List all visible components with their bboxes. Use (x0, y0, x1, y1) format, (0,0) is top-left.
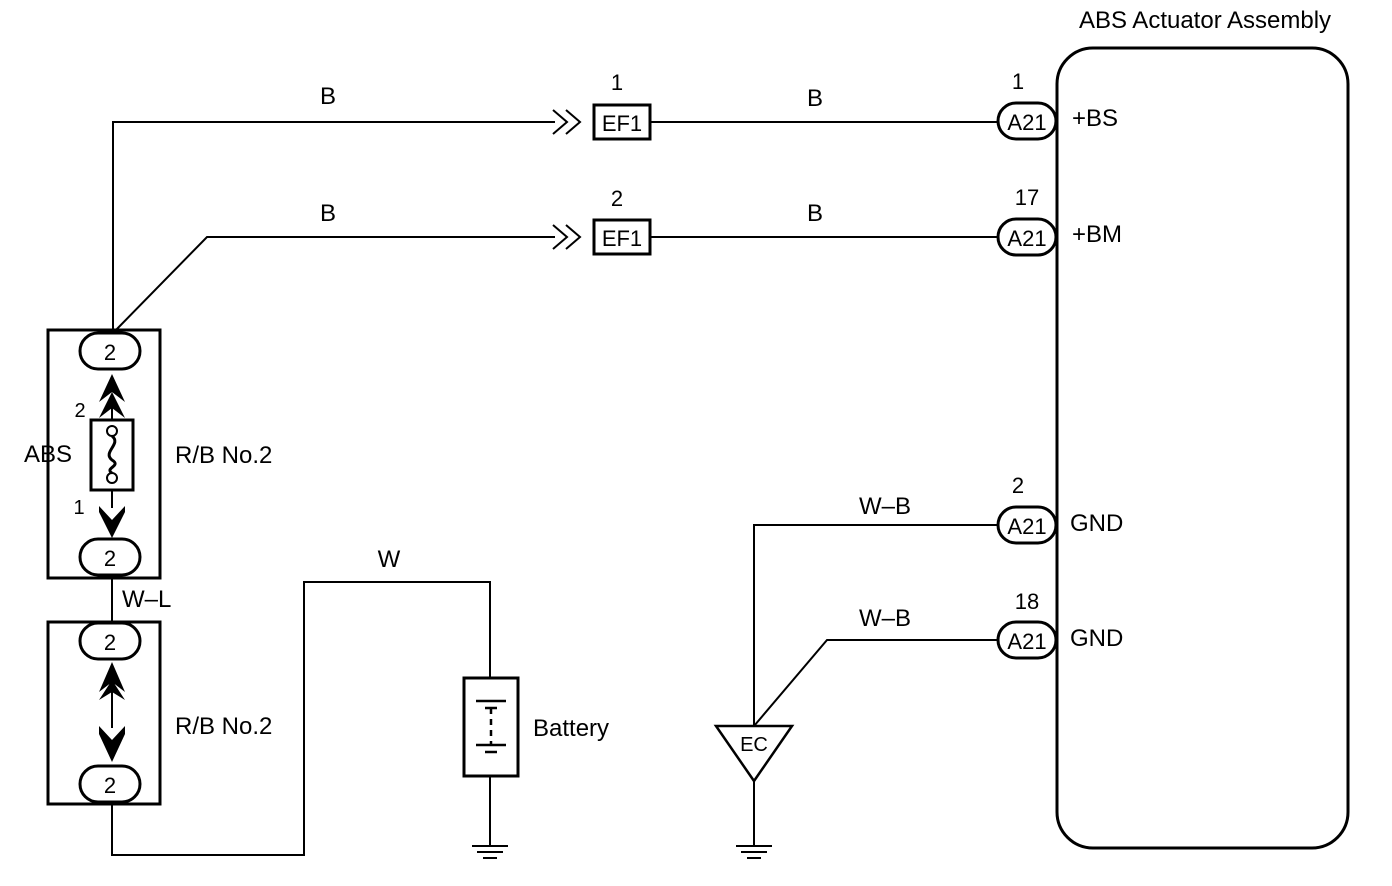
fuse-pin-top: 2 (74, 400, 85, 422)
a21-pin-17-number: 17 (1015, 185, 1039, 210)
wire-label-w: W (378, 546, 401, 573)
wire-label-wl: W–L (122, 586, 171, 613)
rb-upper-terminal-bottom-label: 2 (104, 546, 116, 571)
abs-actuator-box (1055, 46, 1350, 850)
ground-icon-battery (472, 845, 508, 859)
a21-pin-1-connector (996, 101, 1058, 141)
wire-wb-upper (753, 524, 998, 726)
signal-gnd-2: GND (1070, 625, 1123, 652)
link-arrow-down-icon (99, 726, 125, 762)
assembly-title: ABS Actuator Assembly (1079, 7, 1331, 34)
a21-pin-2-label: A21 (1007, 514, 1046, 539)
signal-gnd-1: GND (1070, 510, 1123, 537)
rb-lower-terminal-bottom-label: 2 (104, 773, 116, 798)
relay-box-lower-label: R/B No.2 (175, 713, 272, 740)
signal-bs: +BS (1072, 105, 1118, 132)
fuse-arrow-up-icon (99, 374, 125, 418)
wire-label-b-1: B (320, 83, 336, 110)
wire-label-wb-2: W–B (859, 605, 911, 632)
battery-label: Battery (533, 715, 609, 742)
relay-box-upper (46, 328, 162, 580)
rb-upper-terminal-top-label: 2 (104, 340, 116, 365)
fuse-terminal-top (106, 425, 118, 437)
a21-pin-2-number: 2 (1012, 473, 1024, 498)
rb-lower-terminal-bottom (78, 764, 142, 804)
fuse-label-abs: ABS (24, 441, 72, 468)
wire-label-wb-1: W–B (859, 493, 911, 520)
ec-ground-point (713, 724, 795, 784)
wire-w (111, 581, 491, 856)
battery-box (462, 676, 520, 778)
a21-pin-1-label: A21 (1007, 110, 1046, 135)
wire-label-b-2: B (807, 85, 823, 112)
rb-lower-terminal-top (78, 621, 142, 661)
connector-arrow-top (552, 109, 582, 135)
ef1-top-pin: 1 (611, 70, 623, 95)
fuse-icon (107, 434, 117, 475)
battery-icon (476, 699, 506, 754)
fuse-arrow-down-icon (99, 506, 125, 538)
relay-box-upper-label: R/B No.2 (175, 442, 272, 469)
ef1-bottom-label: EF1 (602, 226, 642, 251)
ground-icon-ec (736, 845, 772, 859)
wire-label-b-3: B (320, 200, 336, 227)
fuse-pin-bottom: 1 (73, 497, 84, 519)
ec-label: EC (740, 734, 768, 756)
ef1-top-box (592, 103, 652, 141)
ef1-bottom-box (592, 218, 652, 256)
wire-b-top-left (112, 121, 555, 333)
ef1-bottom-pin: 2 (611, 186, 623, 211)
rb-lower-terminal-top-label: 2 (104, 630, 116, 655)
wire-b-second-left (112, 236, 555, 334)
wire-label-b-4: B (807, 200, 823, 227)
wire-wb-lower (753, 639, 998, 727)
a21-pin-1-number: 1 (1012, 69, 1024, 94)
a21-pin-17-connector (996, 217, 1058, 257)
rb-upper-terminal-bottom (78, 537, 142, 577)
ef1-top-label: EF1 (602, 111, 642, 136)
fuse-terminal-bottom (106, 472, 118, 484)
signal-bm: +BM (1072, 221, 1122, 248)
a21-pin-17-label: A21 (1007, 226, 1046, 251)
rb-upper-terminal-top (78, 331, 142, 371)
link-arrow-up-icon (99, 662, 125, 700)
a21-pin-18-label: A21 (1007, 629, 1046, 654)
connector-arrow-second (552, 224, 582, 250)
a21-pin-18-number: 18 (1015, 589, 1039, 614)
